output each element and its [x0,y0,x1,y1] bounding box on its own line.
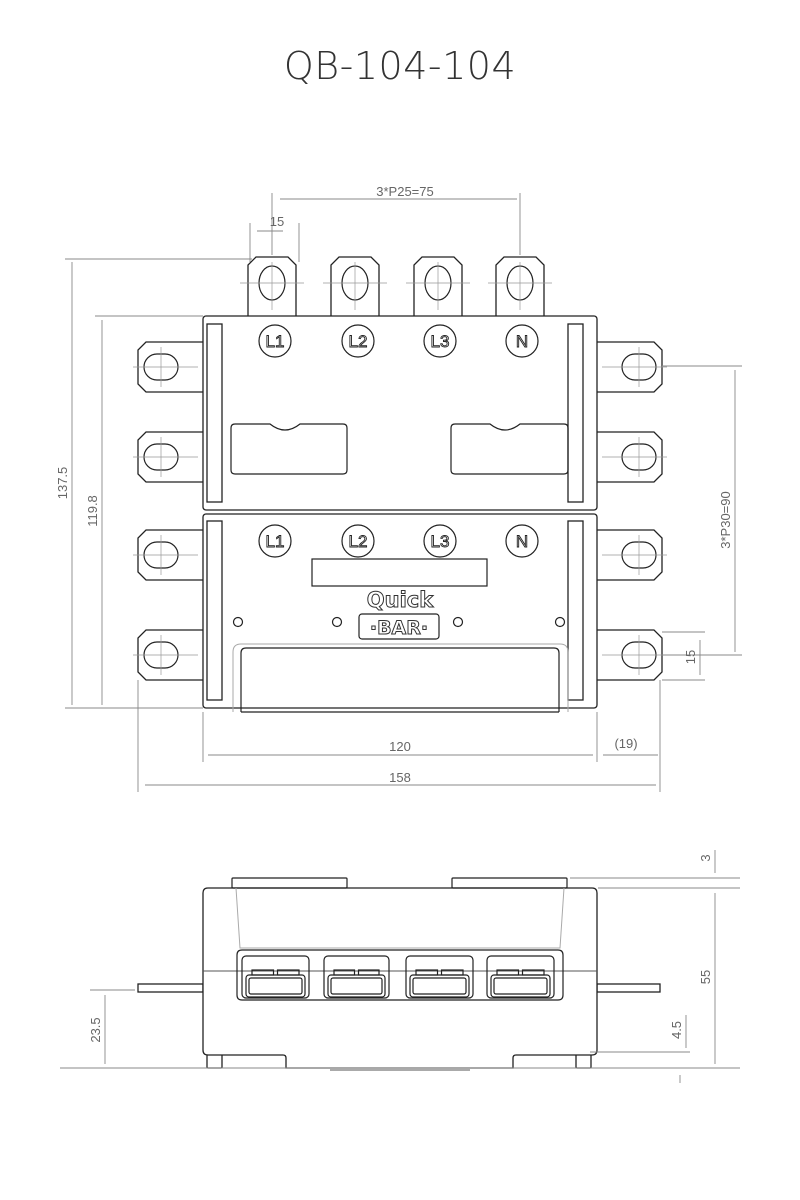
top-terminal-tab [240,256,304,316]
terminal-label-upper: L3 [431,332,450,351]
upper-left-strip [206,323,223,503]
label-area [311,558,488,587]
lower-module-body [202,513,598,709]
upper-window-right [450,423,569,475]
side-view: 23.5 3 55 4.5 [60,850,740,1083]
top-terminal-tab [488,256,552,316]
terminal-labels: L1 L2 L3 N L1 L2 L3 N [258,324,539,558]
top-terminal-tab [323,256,387,316]
side-tab-right [597,529,667,581]
dim-side-pitch: 3*P30=90 [718,491,733,548]
connector-socket [241,955,310,999]
side-tab-right [597,341,667,393]
side-tab-left [133,529,203,581]
bottom-window [240,647,560,712]
side-tab-right [597,629,667,681]
logo-bar-box [358,613,440,640]
terminal-label-lower: N [516,532,528,551]
terminal-label-upper: L1 [266,332,285,351]
side-tab-left [133,341,203,393]
dim-side-tab-length: (19) [614,736,637,751]
dim-foot-height: 4.5 [669,1021,684,1039]
lower-right-strip [567,520,584,701]
cover-cup [235,887,565,949]
dim-tab-height: 23.5 [88,1017,103,1042]
cover-outline [232,643,569,712]
upper-module-body [202,315,598,511]
lower-left-strip [206,520,223,701]
connector-sockets [241,955,555,999]
dim-overall-height: 137.5 [55,467,70,500]
side-tab-left [137,983,204,993]
screw-hole [452,616,464,628]
top-terminal-tab [406,256,470,316]
cover-right [451,877,568,889]
side-mounting-tabs [133,341,667,681]
dim-tab-width: 15 [270,214,284,229]
drawing-title: QB-104-104 [283,44,517,88]
screw-hole [554,616,566,628]
connector-recess [236,949,564,1001]
upper-window-left [230,423,348,475]
connector-socket [486,955,555,999]
dim-top-pitch: 3*P25=75 [376,184,433,199]
terminal-label-upper: N [516,332,528,351]
terminal-label-lower: L3 [431,532,450,551]
dim-body-height: 119.8 [85,495,100,527]
side-tab-right [597,431,667,483]
cover-left [231,877,348,889]
side-tab-right [596,983,661,993]
connector-socket [323,955,390,999]
connector-socket [405,955,474,999]
side-tab-left [133,629,203,681]
logo-bar: ·BAR· [370,617,428,639]
top-terminal-tabs [240,256,552,316]
dim-overall-width: 158 [389,770,411,785]
screw-hole [331,616,343,628]
terminal-label-upper: L2 [349,332,368,351]
terminal-label-lower: L1 [266,532,285,551]
top-view-dimensions: 3*P25=75 15 137.5 119.8 3*P30=90 15 120 [55,184,742,792]
side-tab-left [133,431,203,483]
side-view-dimensions: 23.5 3 55 4.5 [60,850,740,1083]
terminal-label-lower: L2 [349,532,368,551]
dim-body-height-side: 55 [698,970,713,984]
dim-body-width: 120 [389,739,411,754]
dim-cover-height: 3 [698,854,713,861]
upper-right-strip [567,323,584,503]
screw-hole [232,616,244,628]
logo-quick: Quick [367,588,434,612]
dim-side-tab-width: 15 [683,650,698,664]
top-view: Quick ·BAR· L1 L2 L3 N L1 L2 L3 N 3*P25=… [55,184,742,792]
